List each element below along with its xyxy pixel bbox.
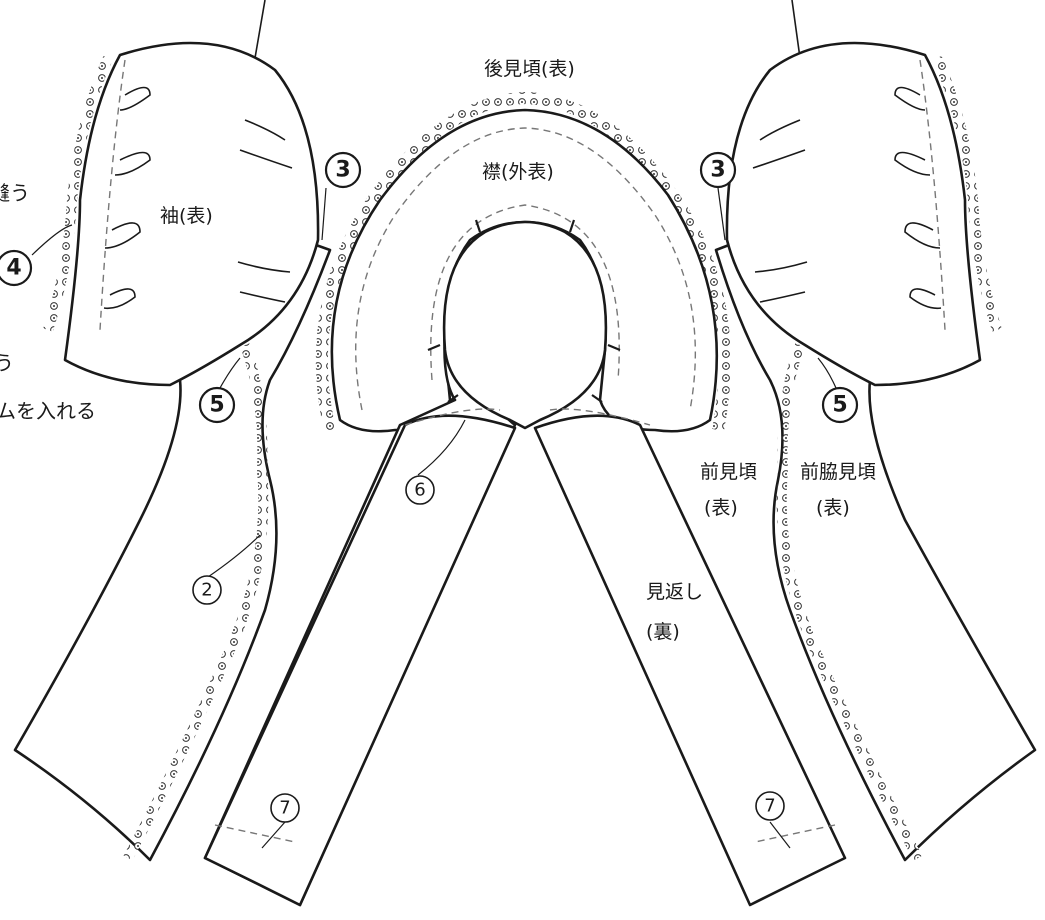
step-3-marker-left: 3 bbox=[326, 153, 360, 187]
step-2-marker: 2 bbox=[193, 576, 221, 604]
step-6-marker: 6 bbox=[406, 476, 434, 504]
svg-text:4: 4 bbox=[6, 256, 21, 281]
side-note-sew: 縫う bbox=[0, 181, 30, 205]
top-right-line bbox=[792, 0, 800, 58]
label-front-bodice: 前見頃 bbox=[700, 461, 757, 483]
label-side-front: 前脇見頃 bbox=[800, 461, 876, 483]
step-7-marker-right: 7 bbox=[756, 792, 784, 820]
svg-text:3: 3 bbox=[335, 158, 350, 183]
step-3-marker-right: 3 bbox=[701, 153, 735, 187]
label-facing-side: (裏) bbox=[646, 621, 680, 643]
svg-text:7: 7 bbox=[764, 796, 775, 817]
side-note-elastic: ムを入れる bbox=[0, 399, 96, 423]
svg-text:6: 6 bbox=[414, 480, 425, 501]
svg-text:5: 5 bbox=[832, 393, 847, 418]
top-left-line bbox=[255, 0, 265, 58]
svg-text:2: 2 bbox=[201, 580, 212, 601]
label-collar: 襟(外表) bbox=[482, 161, 554, 183]
step-7-marker-left: 7 bbox=[271, 794, 299, 822]
label-side-front-side: (表) bbox=[816, 497, 850, 519]
step-5-marker-right: 5 bbox=[823, 388, 857, 422]
label-sleeve: 袖(表) bbox=[160, 205, 213, 227]
svg-text:3: 3 bbox=[710, 158, 725, 183]
label-front-bodice-side: (表) bbox=[704, 497, 738, 519]
svg-text:5: 5 bbox=[209, 393, 224, 418]
label-back-bodice: 後見頃(表) bbox=[484, 58, 575, 80]
side-note-u: う bbox=[0, 351, 14, 375]
step-5-marker-left: 5 bbox=[200, 388, 234, 422]
step-4-marker: 4 bbox=[0, 251, 31, 285]
svg-text:7: 7 bbox=[279, 798, 290, 819]
label-facing: 見返し bbox=[646, 581, 703, 603]
